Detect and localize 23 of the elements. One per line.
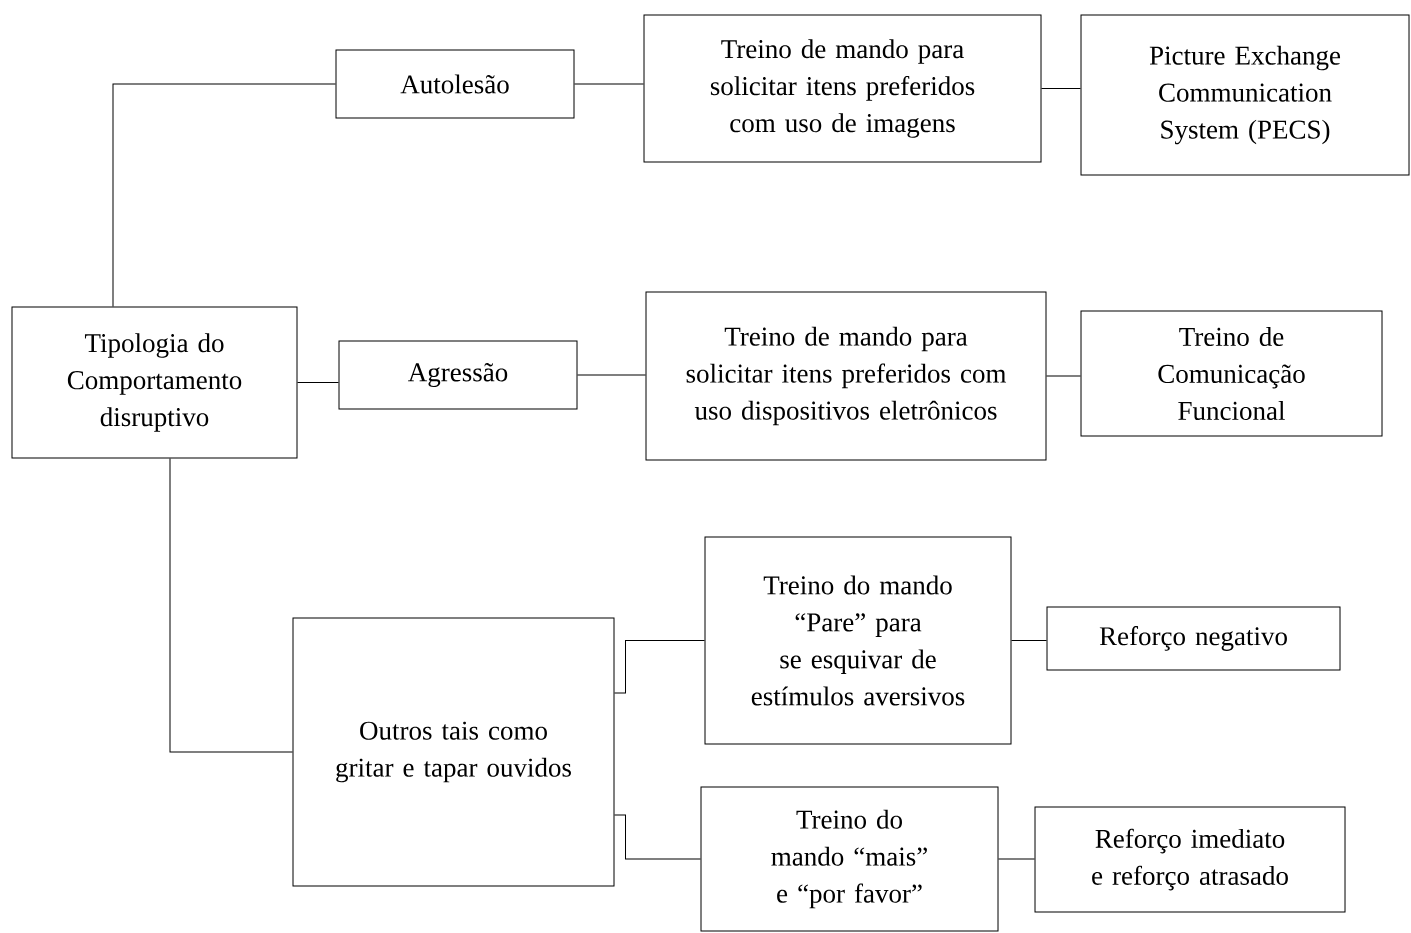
connector-line [614, 814, 701, 860]
text-box: Reforço imediato e reforço atrasado [1034, 806, 1346, 913]
text-box: Picture Exchange Communication System (PECS) [1080, 14, 1410, 176]
text-box: Outros tais como gritar e tapar ouvidos [292, 617, 615, 887]
connector-line [1041, 88, 1081, 89]
connector-line [577, 374, 646, 376]
connector-line [1011, 640, 1047, 641]
text-box: Reforço negativo [1046, 606, 1341, 671]
text-box: Treino de mando para solicitar itens preferidos com uso dispositivos eletrônicos [645, 291, 1047, 461]
connector-line [112, 83, 336, 307]
text-box: Treino de mando para solicitar itens preferidos com uso de imagens [643, 14, 1042, 163]
text-box: Treino do mando “mais” e “por favor” [700, 786, 999, 932]
connector-line [574, 83, 644, 85]
text-box: Treino do mando “Pare” para se esquivar de estímulos aversivos [704, 536, 1012, 745]
connector-line [614, 640, 705, 694]
connector-line [297, 382, 339, 383]
text-box: Tipologia do Comportamento disruptivo [11, 306, 298, 459]
connector-line [998, 858, 1035, 860]
connector-line [1046, 375, 1081, 377]
text-box: Autolesão [335, 49, 575, 119]
text-box: Treino de Comunicação Funcional [1080, 310, 1383, 437]
connector-line [169, 458, 293, 753]
text-box: Agressão [338, 340, 578, 410]
